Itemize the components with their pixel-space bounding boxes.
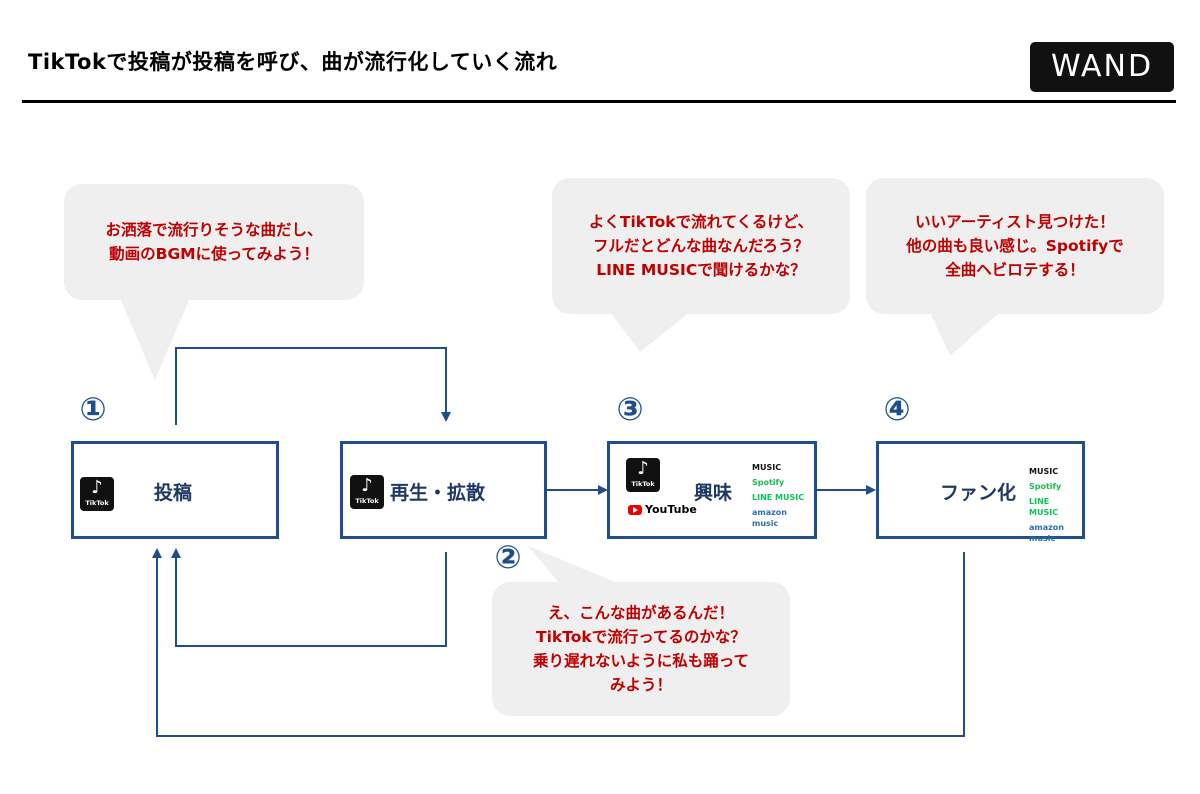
step-label-interest: 興味 (694, 482, 733, 504)
speech-bubble-4: いいアーティスト見つけた！ 他の曲も良い感じ。Spotifyで 全曲ヘビロテする… (866, 178, 1164, 314)
wand-logo: WAND (1030, 42, 1174, 92)
page-title: TikTokで投稿が投稿を呼び、曲が流行化していく流れ (28, 50, 558, 74)
line-music-icon: LINE MUSIC (1029, 497, 1059, 517)
arrow-spread-back-to-post (171, 548, 447, 647)
youtube-icon: YouTube (628, 503, 697, 516)
tiktok-icon: ♪TikTok (350, 475, 384, 509)
step-box-fan (876, 441, 1085, 539)
step-label-spread: 再生・拡散 (390, 482, 486, 504)
step-number-4: ④ (883, 390, 911, 428)
amazon-music-icon: amazon music (752, 508, 787, 528)
amazon-music-icon: amazon music (1029, 523, 1064, 543)
step-number-3: ③ (616, 390, 644, 428)
arrow-fan-back-to-post (152, 548, 965, 737)
spotify-icon: Spotify (752, 478, 785, 487)
bubble-tail-1 (120, 298, 190, 380)
step-box-interest (607, 441, 817, 539)
title-divider (22, 100, 1176, 103)
speech-bubble-1: お洒落で流行りそうな曲だし、 動画のBGMに使ってみよう！ (64, 184, 364, 300)
apple-music-icon: MUSIC (1029, 467, 1059, 476)
step-label-fan: ファン化 (940, 482, 1017, 504)
line-music-icon: LINE MUSIC (752, 493, 805, 502)
arrow-post-to-spread (175, 347, 451, 425)
music-services-list: MUSIC Spotify LINE MUSIC amazon music (1029, 466, 1081, 544)
speech-bubble-3: よくTikTokで流れてくるけど、 フルだとどんな曲なんだろう？ LINE MU… (552, 178, 850, 314)
speech-bubble-4-text: いいアーティスト見つけた！ 他の曲も良い感じ。Spotifyで 全曲ヘビロテする… (906, 213, 1124, 279)
speech-bubble-3-text: よくTikTokで流れてくるけど、 フルだとどんな曲なんだろう？ LINE MU… (588, 213, 814, 279)
music-services-list: MUSIC Spotify LINE MUSIC amazon music (752, 462, 812, 529)
speech-bubble-2-text: え、こんな曲があるんだ！ TikTokで流行ってるのかな？ 乗り遅れないように私… (533, 604, 749, 694)
step-number-2: ② (494, 538, 522, 576)
bubble-tail-3 (610, 312, 690, 352)
speech-bubble-1-text: お洒落で流行りそうな曲だし、 動画のBGMに使ってみよう！ (105, 221, 323, 263)
bubble-tail-2 (528, 546, 620, 584)
step-number-1: ① (79, 390, 107, 428)
step-label-post: 投稿 (154, 482, 193, 504)
youtube-text: YouTube (645, 503, 697, 516)
tiktok-icon: ♪TikTok (626, 458, 660, 492)
apple-music-icon: MUSIC (752, 463, 782, 472)
speech-bubble-2: え、こんな曲があるんだ！ TikTokで流行ってるのかな？ 乗り遅れないように私… (492, 582, 790, 716)
spotify-icon: Spotify (1029, 482, 1062, 491)
tiktok-icon: ♪TikTok (80, 477, 114, 511)
bubble-tail-4 (930, 312, 1000, 356)
